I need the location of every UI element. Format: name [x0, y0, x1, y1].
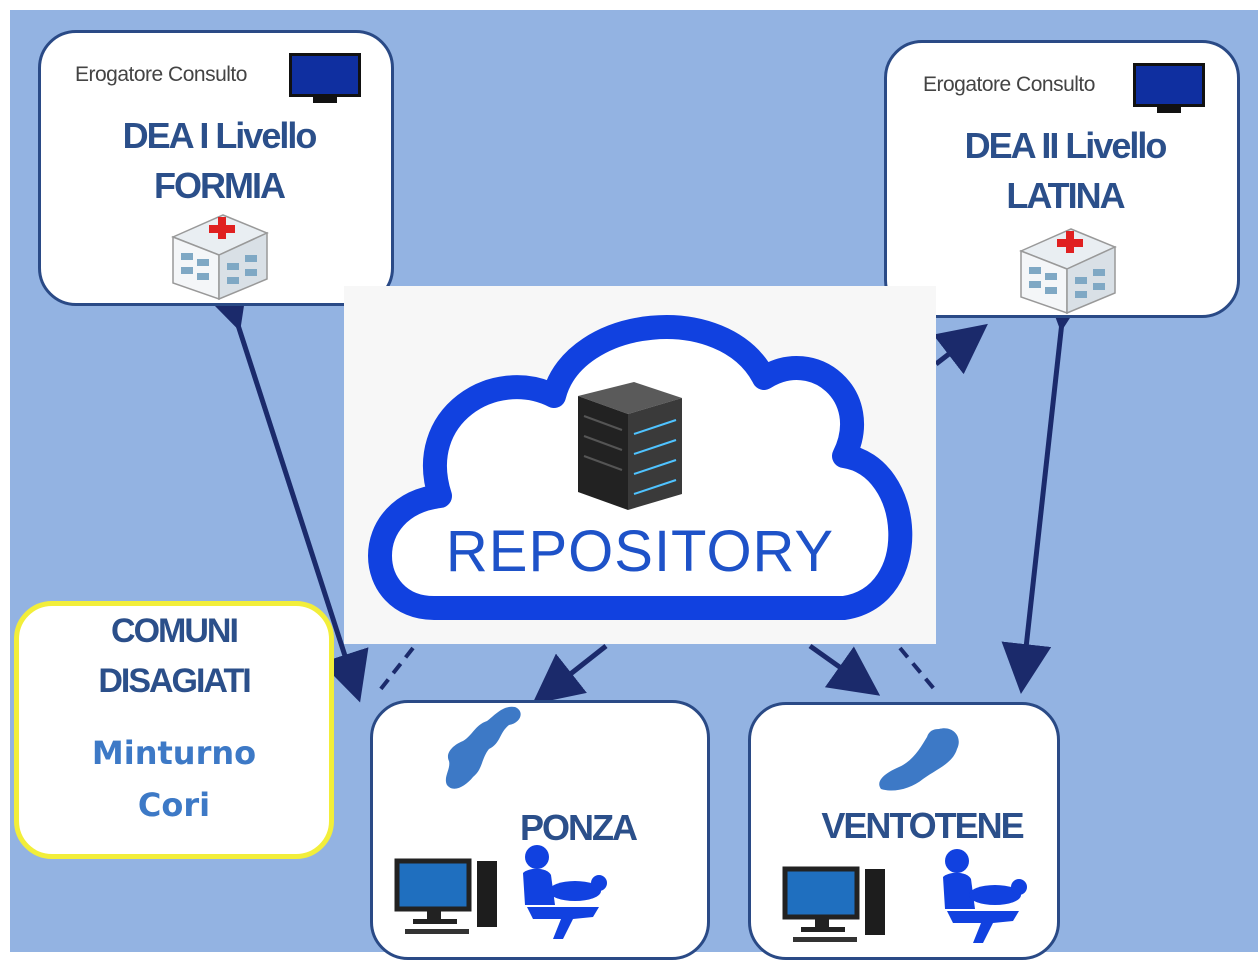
hospital-icon	[171, 214, 269, 301]
latina-title-line2: LATINA	[1006, 175, 1125, 216]
computer-icon	[394, 858, 497, 934]
arrow-latina-ventotene	[1001, 279, 1092, 694]
monitor-icon	[289, 53, 361, 105]
dashed-link-ventotene	[898, 646, 937, 692]
latina-title-line1: DEA II Livello	[964, 125, 1168, 166]
hospital-icon	[1019, 228, 1117, 315]
ventotene-label: VENTOTENE	[821, 805, 1024, 846]
formia-title-line1: DEA I Livello	[122, 115, 318, 156]
arrow-repository-latina	[933, 323, 988, 375]
node-ventotene: VENTOTENE	[748, 702, 1060, 960]
arrow-repository-ventotene	[808, 643, 881, 696]
comuni-town-1: Minturno	[91, 734, 257, 772]
comuni-town-2: Cori	[137, 786, 211, 824]
arrow-repository-ponza	[532, 644, 608, 705]
latina-subtitle: Erogatore Consulto	[923, 73, 1095, 96]
comuni-title-line2: DISAGIATI	[98, 662, 251, 700]
server-icon	[578, 382, 682, 510]
patient-care-icon	[523, 845, 607, 939]
node-repository: REPOSITORY	[344, 286, 936, 644]
node-comuni-disagiati: COMUNI DISAGIATI Minturno Cori	[14, 601, 334, 859]
comuni-title-line1: COMUNI	[111, 612, 239, 650]
island-ponza-icon	[445, 706, 521, 789]
computer-icon	[782, 866, 885, 942]
ponza-label: PONZA	[520, 807, 638, 848]
repository-label: REPOSITORY	[445, 519, 835, 584]
dashed-link-ponza	[378, 646, 415, 692]
node-ponza: PONZA	[370, 700, 710, 960]
node-dea-formia: Erogatore Consulto DEA I Livello FORMIA	[38, 30, 394, 306]
formia-subtitle: Erogatore Consulto	[75, 63, 247, 86]
monitor-icon	[1133, 63, 1205, 115]
island-ventotene-icon	[879, 728, 959, 791]
node-dea-latina: Erogatore Consulto DEA II Livello LATINA	[884, 40, 1240, 318]
arrow-formia-ponza	[200, 276, 369, 703]
patient-care-icon	[943, 849, 1027, 943]
formia-title-line2: FORMIA	[154, 165, 286, 206]
